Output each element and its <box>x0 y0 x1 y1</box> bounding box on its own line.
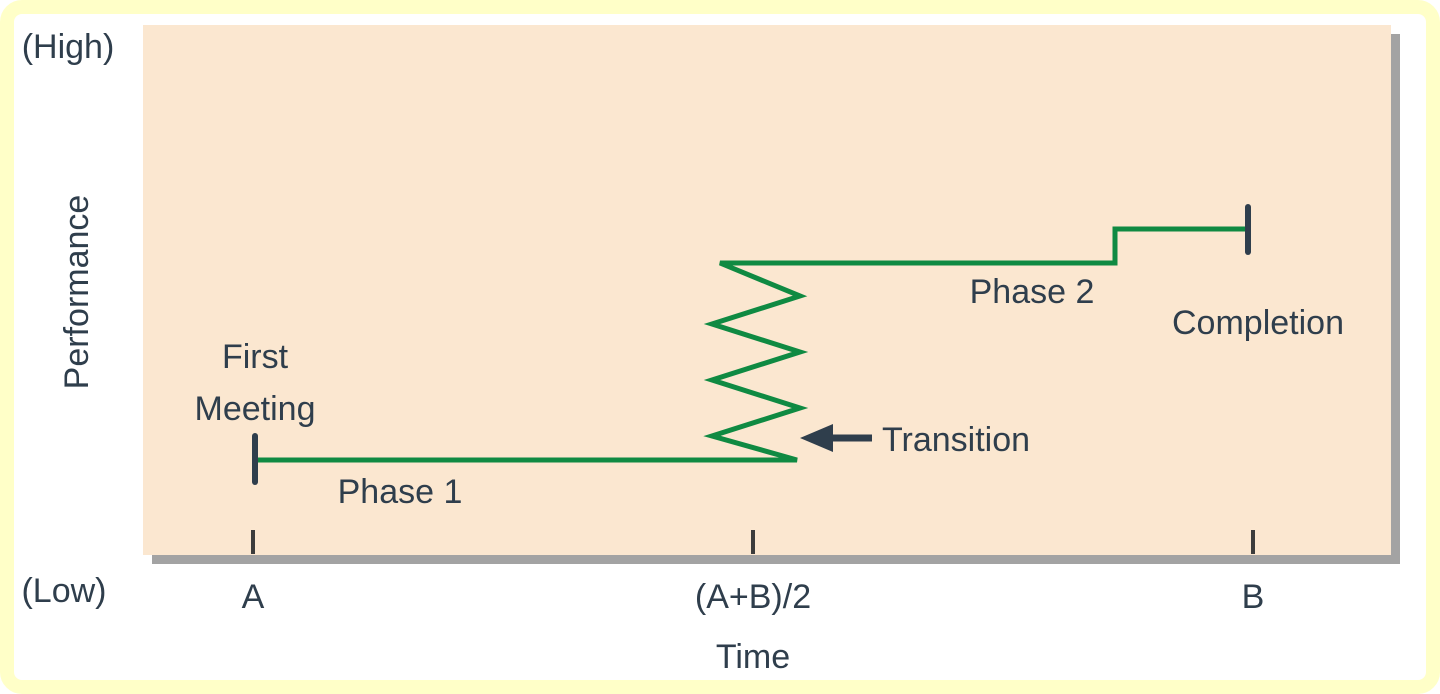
x-tick-label-a: A <box>242 578 265 616</box>
y-axis-high-label: (High) <box>22 28 115 66</box>
first-meeting-label-line2: Meeting <box>195 390 316 428</box>
x-axis-label: Time <box>716 638 790 676</box>
x-tick-label-mid: (A+B)/2 <box>695 578 811 616</box>
first-meeting-label-line1: First <box>222 338 289 376</box>
left-arrow-icon <box>800 424 833 452</box>
phase1-label: Phase 1 <box>338 473 463 511</box>
x-tick-label-b: B <box>1242 578 1265 616</box>
performance-line <box>254 226 1251 463</box>
transition-label: Transition <box>882 421 1030 459</box>
plot-area <box>143 25 1391 555</box>
y-axis-label: Performance <box>58 195 96 390</box>
completion-label: Completion <box>1172 304 1344 342</box>
y-axis-low-label: (Low) <box>21 572 106 610</box>
phase2-label: Phase 2 <box>970 273 1095 311</box>
